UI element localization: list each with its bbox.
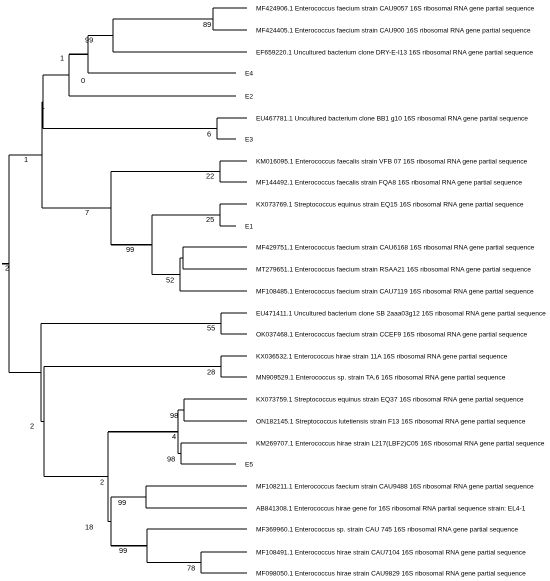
leaf-label: EU471411.1 Uncultured bacterium clone SB… bbox=[256, 310, 546, 317]
bootstrap-value: 25 bbox=[206, 215, 214, 224]
leaf-label: MF144492.1 Enterococcus faecalis strain … bbox=[256, 179, 522, 186]
bootstrap-value: 98 bbox=[170, 411, 178, 420]
bootstrap-value: 98 bbox=[167, 455, 175, 464]
bootstrap-value: 28 bbox=[207, 368, 215, 377]
bootstrap-value: 78 bbox=[187, 564, 195, 573]
branches bbox=[2, 7, 247, 574]
leaf-label: KM269707.1 Enterococcus hirae strain L21… bbox=[256, 440, 545, 447]
leaf-label: MF108491.1 Enterococcus hirae strain CAU… bbox=[256, 549, 526, 556]
bootstrap-value: 6 bbox=[207, 130, 211, 139]
leaf-label: EF659220.1 Uncultured bacterium clone DR… bbox=[256, 49, 533, 56]
leaf-label: MF424405.1 Enterococcus faecium strain C… bbox=[256, 27, 531, 34]
bootstrap-value: 1 bbox=[60, 53, 64, 62]
leaf-label: MF429751.1 Enterococcus faecium strain C… bbox=[256, 244, 535, 251]
leaf-label: E3 bbox=[245, 136, 253, 143]
leaf-label: E2 bbox=[245, 93, 253, 100]
bootstrap-value: 1 bbox=[24, 155, 28, 164]
bootstrap-value: 52 bbox=[166, 276, 174, 285]
leaf-label: OK037468.1 Enterococcus faecium strain C… bbox=[256, 331, 528, 338]
leaf-label: E5 bbox=[245, 461, 253, 468]
leaf-label: KX073769.1 Streptococcus equinus strain … bbox=[256, 201, 524, 208]
leaf-labels: MF424906.1 Enterococcus faecium strain C… bbox=[245, 5, 546, 577]
bootstrap-value: 22 bbox=[206, 172, 214, 181]
leaf-label: KX036532.1 Enterococcus hirae strain 11A… bbox=[256, 353, 508, 360]
leaf-label: E4 bbox=[245, 70, 253, 77]
leaf-label: EU467781.1 Uncultured bacterium clone BB… bbox=[256, 115, 528, 122]
leaf-label: MT279651.1 Enterococcus faecium strain R… bbox=[256, 266, 531, 273]
bootstrap-value: 89 bbox=[203, 20, 211, 29]
leaf-label: MF108485.1 Enterococcus faecium strain C… bbox=[256, 288, 534, 295]
bootstrap-value: 0 bbox=[81, 76, 85, 85]
bootstrap-value: 7 bbox=[85, 208, 89, 217]
bootstrap-value: 99 bbox=[126, 245, 134, 254]
bootstrap-value: 2 bbox=[30, 422, 34, 431]
leaf-label: E1 bbox=[245, 223, 253, 230]
leaf-label: AB841308.1 Enterococcus hirae gene for 1… bbox=[256, 505, 526, 512]
bootstrap-value: 99 bbox=[119, 546, 127, 555]
bootstrap-value: 1 bbox=[41, 102, 45, 111]
leaf-label: MF369960.1 Enterococcus sp. strain CAU 7… bbox=[256, 526, 518, 533]
bootstrap-value: 55 bbox=[207, 324, 215, 333]
bootstrap-value: 2 bbox=[100, 478, 104, 487]
bootstrap-value: 18 bbox=[85, 522, 93, 531]
leaf-label: MN909529.1 Enterococcus sp. strain TA.6 … bbox=[256, 374, 506, 381]
bootstrap-value: 99 bbox=[118, 498, 126, 507]
leaf-label: MF108211.1 Enterococcus faecium strain C… bbox=[256, 483, 534, 490]
leaf-label: ON182145.1 Streptococcus lutetiensis str… bbox=[256, 418, 526, 425]
bootstrap-value: 4 bbox=[172, 432, 176, 441]
bootstrap-value: 99 bbox=[85, 36, 93, 45]
leaf-label: MF424906.1 Enterococcus faecium strain C… bbox=[256, 5, 535, 12]
leaf-label: KM016095.1 Enterococcus faecalis strain … bbox=[256, 158, 528, 165]
leaf-label: MF098050.1 Enterococcus hirae strain CAU… bbox=[256, 570, 526, 577]
leaf-label: KX073759.1 Streptococcus equinus strain … bbox=[256, 396, 524, 403]
bootstrap-value: 2 bbox=[5, 264, 9, 273]
